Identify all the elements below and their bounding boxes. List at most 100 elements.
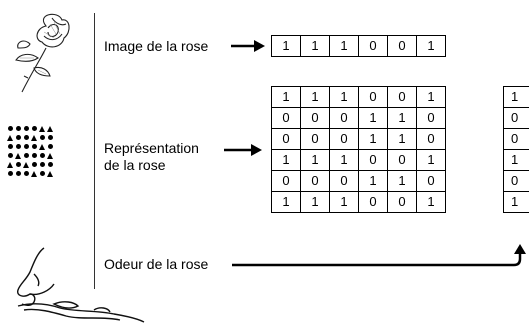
- matrix-cell: 1: [416, 35, 446, 57]
- matrix-cell: 1: [271, 35, 301, 57]
- dot-icon: [6, 142, 14, 151]
- triangle-icon: [38, 124, 46, 133]
- dot-icon: [14, 142, 22, 151]
- matrix-cell: 1: [271, 191, 301, 213]
- dot-icon: [22, 124, 30, 133]
- matrix-cell: 1: [416, 191, 446, 213]
- dot-icon: [22, 142, 30, 151]
- matrix-cell: 1: [416, 86, 446, 108]
- dot-icon: [30, 151, 38, 160]
- dot-icon: [6, 151, 14, 160]
- dot-icon: [30, 142, 38, 151]
- triangle-icon: [46, 124, 54, 133]
- matrix-cell: 1: [503, 191, 529, 213]
- matrix-cell: 1: [300, 191, 330, 213]
- dot-icon: [30, 124, 38, 133]
- table-row: 1: [503, 149, 529, 171]
- representation-label-line2: de la rose: [104, 157, 166, 173]
- matrix-cell: 1: [503, 149, 529, 171]
- nose-drawing-icon: [17, 247, 145, 323]
- matrix-cell: 0: [503, 128, 529, 150]
- table-row: 1: [503, 86, 529, 108]
- matrix-cell: 1: [271, 86, 301, 108]
- triangle-icon: [30, 133, 38, 142]
- matrix-cell: 0: [358, 191, 388, 213]
- dot-icon: [14, 133, 22, 142]
- matrix-cell: 1: [300, 35, 330, 57]
- dot-icon: [46, 133, 54, 142]
- table-row: 0: [503, 128, 529, 150]
- vertical-divider: [94, 13, 95, 289]
- triangle-icon: [46, 169, 54, 178]
- matrix-cell: 1: [387, 170, 417, 192]
- matrix-cell: 0: [387, 191, 417, 213]
- matrix-cell: 0: [300, 170, 330, 192]
- matrix-cell: 0: [503, 107, 529, 129]
- dot-triangle-pattern-icon: [6, 124, 54, 178]
- dot-icon: [38, 133, 46, 142]
- matrix-cell: 1: [358, 128, 388, 150]
- image-label: Image de la rose: [104, 38, 209, 54]
- matrix-cell: 0: [416, 170, 446, 192]
- dot-icon: [38, 151, 46, 160]
- matrix-cell: 0: [300, 107, 330, 129]
- triangle-icon: [6, 133, 14, 142]
- matrix-cell: 1: [271, 149, 301, 171]
- matrix-cell: 1: [300, 86, 330, 108]
- matrix-cell: 0: [416, 107, 446, 129]
- dot-icon: [22, 151, 30, 160]
- matrix-cell: 0: [416, 128, 446, 150]
- matrix-cell: 0: [358, 35, 388, 57]
- dot-icon: [22, 169, 30, 178]
- table-row: 1: [503, 191, 529, 213]
- matrix-cell: 0: [271, 107, 301, 129]
- table-row: 0: [503, 107, 529, 129]
- dot-icon: [46, 160, 54, 169]
- matrix-cell: 0: [503, 170, 529, 192]
- triangle-icon: [30, 169, 38, 178]
- matrix-cell: 1: [358, 170, 388, 192]
- matrix-cell: 1: [387, 107, 417, 129]
- dot-icon: [14, 160, 22, 169]
- table-row: 0: [503, 170, 529, 192]
- matrix-cell: 1: [329, 149, 359, 171]
- matrix-cell: 1: [329, 86, 359, 108]
- triangle-icon: [22, 160, 30, 169]
- matrix-cell: 0: [329, 170, 359, 192]
- matrix-cell: 1: [300, 149, 330, 171]
- dot-icon: [22, 133, 30, 142]
- dot-icon: [30, 160, 38, 169]
- representation-label-line1: Représentation: [104, 140, 199, 156]
- odeur-arrow-icon: [232, 244, 526, 267]
- dot-icon: [6, 124, 14, 133]
- matrix-cell: 0: [387, 86, 417, 108]
- matrix-cell: 1: [503, 86, 529, 108]
- matrix-cell: 0: [358, 86, 388, 108]
- odeur-label: Odeur de la rose: [104, 256, 209, 272]
- matrix-cell: 1: [358, 107, 388, 129]
- matrix-cell: 0: [271, 128, 301, 150]
- matrix-cell: 0: [300, 128, 330, 150]
- dot-icon: [38, 160, 46, 169]
- triangle-icon: [6, 160, 14, 169]
- triangle-icon: [38, 142, 46, 151]
- matrix-cell: 0: [387, 149, 417, 171]
- matrix-cell: 0: [329, 128, 359, 150]
- matrix-cell: 1: [329, 191, 359, 213]
- matrix-cell: 1: [387, 128, 417, 150]
- dot-icon: [6, 169, 14, 178]
- matrix-cell: 1: [416, 149, 446, 171]
- dot-icon: [46, 142, 54, 151]
- dot-icon: [14, 169, 22, 178]
- matrix-cell: 0: [387, 35, 417, 57]
- dot-icon: [14, 124, 22, 133]
- matrix-cell: 0: [358, 149, 388, 171]
- matrix-cell: 0: [271, 170, 301, 192]
